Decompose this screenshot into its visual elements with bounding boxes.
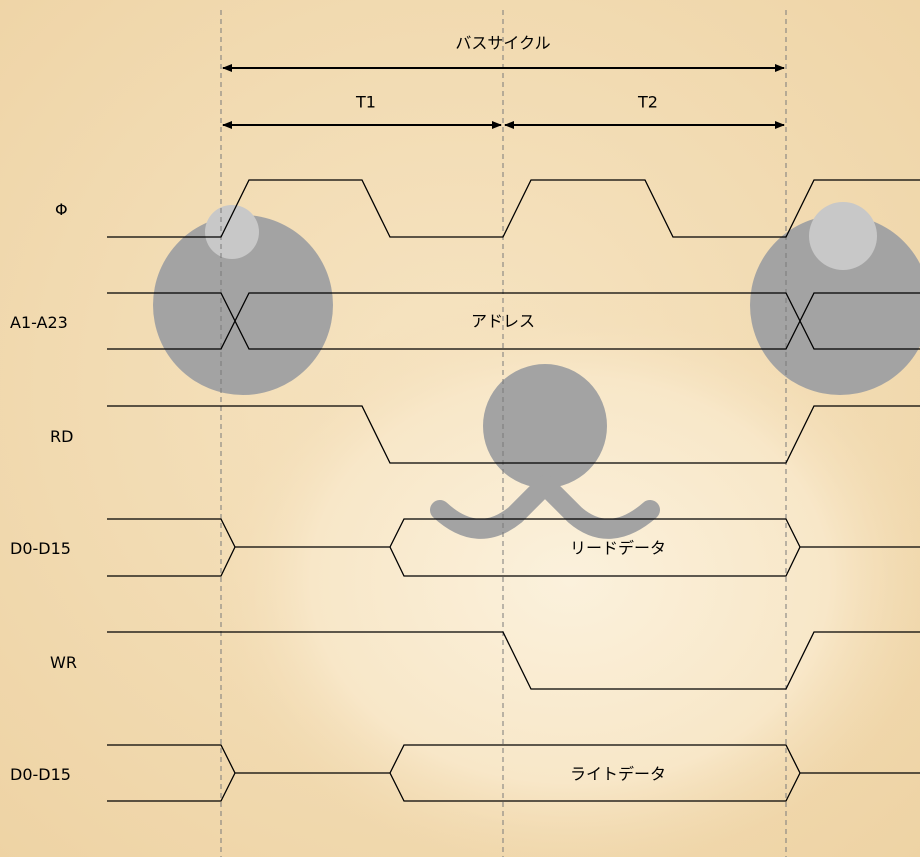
address-bus-value: アドレス — [471, 312, 535, 331]
read-data-value: リードデータ — [570, 539, 666, 558]
bear-nose — [483, 364, 607, 488]
bear-right-eye — [750, 215, 920, 395]
rd-waveform — [107, 405, 920, 464]
data-read-waveform — [107, 518, 920, 577]
signal-label-rd: RD — [50, 427, 73, 446]
signal-label-address: A1-A23 — [10, 313, 68, 332]
t1-label: T1 — [355, 93, 376, 112]
bear-muzzle — [200, 290, 920, 857]
data-write-waveform — [107, 744, 920, 802]
t2-label: T2 — [637, 93, 658, 112]
phi-clock-waveform — [107, 179, 920, 238]
signal-label-data-read: D0-D15 — [10, 539, 71, 558]
wr-waveform — [107, 631, 920, 690]
bus-cycle-label: バスサイクル — [455, 34, 550, 53]
bear-right-eye-highlight — [809, 202, 877, 270]
address-bus-waveform — [107, 292, 920, 350]
write-data-value: ライトデータ — [570, 765, 666, 784]
signal-label-phi: Φ — [55, 200, 68, 219]
signal-label-wr: WR — [50, 653, 77, 672]
signal-label-data-write: D0-D15 — [10, 765, 71, 784]
bear-mouth — [430, 475, 660, 539]
bear-left-eye-highlight — [205, 205, 259, 259]
